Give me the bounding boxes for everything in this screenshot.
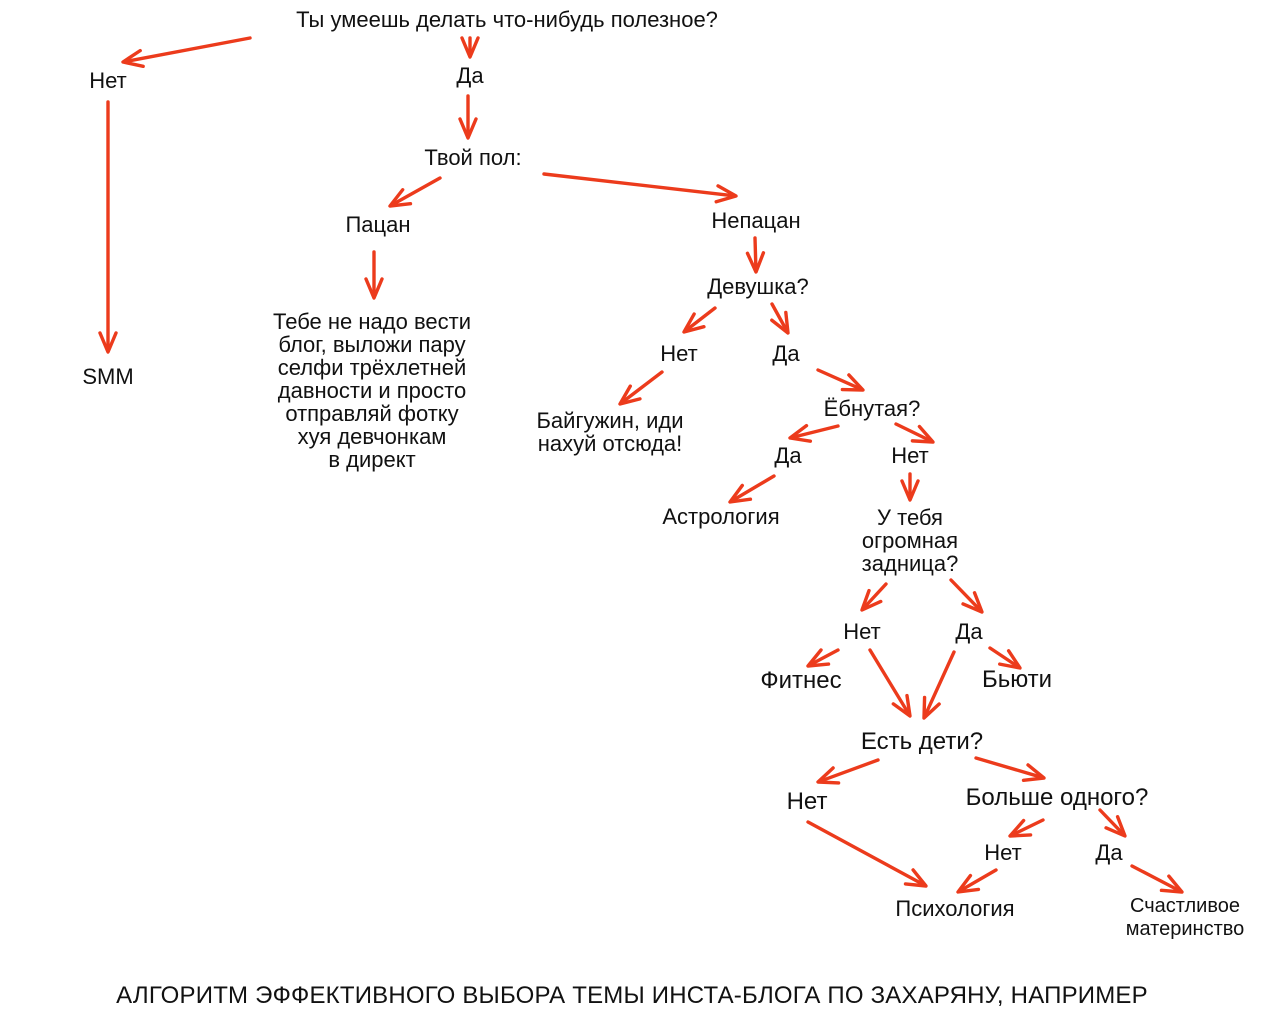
node-girl-no: Нет xyxy=(660,341,698,366)
node-question-crazy: Ёбнутая? xyxy=(823,396,921,421)
node-psychology: Психология xyxy=(895,896,1015,921)
arrow-kids-to-more xyxy=(974,756,1046,783)
arrow-buttno-to-kids xyxy=(868,648,912,718)
node-fitness: Фитнес xyxy=(760,667,842,694)
arrow-buttyes-to-beauty xyxy=(988,646,1022,670)
node-astrology: Астрология xyxy=(662,504,780,529)
arrow-buttyes-to-kids xyxy=(922,650,956,720)
node-question-useful: Ты умеешь делать что-нибудь полезное? xyxy=(296,7,718,32)
arrow-guy-to-advice xyxy=(364,250,384,300)
arrow-notguy-to-girl xyxy=(745,236,766,274)
arrow-more-to-yes xyxy=(1098,808,1127,838)
node-no-useful: Нет xyxy=(89,68,127,93)
arrow-butt-to-no xyxy=(860,582,888,612)
node-smm: SMM xyxy=(82,364,134,389)
node-question-gender: Твой пол: xyxy=(424,145,522,170)
arrow-girlyes-to-crazy xyxy=(816,368,865,392)
arrow-girlno-to-baiguzhin xyxy=(618,370,664,406)
node-guy-advice: Тебе не надо вести блог, выложи пару сел… xyxy=(273,309,471,472)
diagram-caption: АЛГОРИТМ ЭФФЕКТИВНОГО ВЫБОРА ТЕМЫ ИНСТА-… xyxy=(116,982,1148,1009)
node-guy: Пацан xyxy=(345,212,411,237)
node-kids-no: Нет xyxy=(786,788,828,815)
node-crazy-yes: Да xyxy=(774,443,802,468)
node-yes-useful: Да xyxy=(456,63,484,88)
node-question-kids: Есть дети? xyxy=(860,728,984,755)
node-more-yes: Да xyxy=(1095,840,1123,865)
arrow-moreyes-to-mother xyxy=(1130,864,1184,894)
node-butt-no: Нет xyxy=(843,619,881,644)
arrow-no-to-smm xyxy=(98,100,118,354)
arrow-more-to-no xyxy=(1008,818,1045,838)
arrow-yes-to-gender xyxy=(458,94,478,140)
arrow-crazyyes-to-astro xyxy=(728,474,776,504)
arrow-moreno-to-psych xyxy=(956,868,998,894)
arrow-butt-to-yes xyxy=(949,578,984,614)
node-motherhood: Счастливое материнство xyxy=(1125,895,1245,940)
node-more-no: Нет xyxy=(984,840,1022,865)
arrow-useful-to-yes xyxy=(460,36,480,59)
arrow-gender-to-notguy xyxy=(542,172,738,204)
node-girl-yes: Да xyxy=(772,341,800,366)
arrow-girl-to-yes xyxy=(770,302,790,335)
arrow-crazy-to-yes xyxy=(788,423,840,443)
arrow-crazy-to-no xyxy=(894,422,935,444)
arrow-kidsno-to-psych xyxy=(806,820,928,888)
node-question-more: Больше одного? xyxy=(965,784,1149,811)
node-butt-yes: Да xyxy=(955,619,983,644)
arrow-girl-to-no xyxy=(682,306,717,334)
node-question-butt: У тебя огромная задница? xyxy=(861,505,959,576)
node-not-guy: Непацан xyxy=(711,208,801,233)
node-crazy-no: Нет xyxy=(891,443,929,468)
arrow-crazyno-to-butt xyxy=(900,472,920,502)
node-question-girl: Девушка? xyxy=(707,274,809,299)
node-baiguzhin: Байгужин, иди нахуй отсюда! xyxy=(536,408,684,456)
arrow-useful-to-no xyxy=(121,36,252,69)
arrow-kids-to-no xyxy=(816,758,880,785)
arrow-buttno-to-fitness xyxy=(806,648,840,668)
node-beauty: Бьюти xyxy=(981,666,1053,693)
arrow-gender-to-guy xyxy=(388,176,442,208)
